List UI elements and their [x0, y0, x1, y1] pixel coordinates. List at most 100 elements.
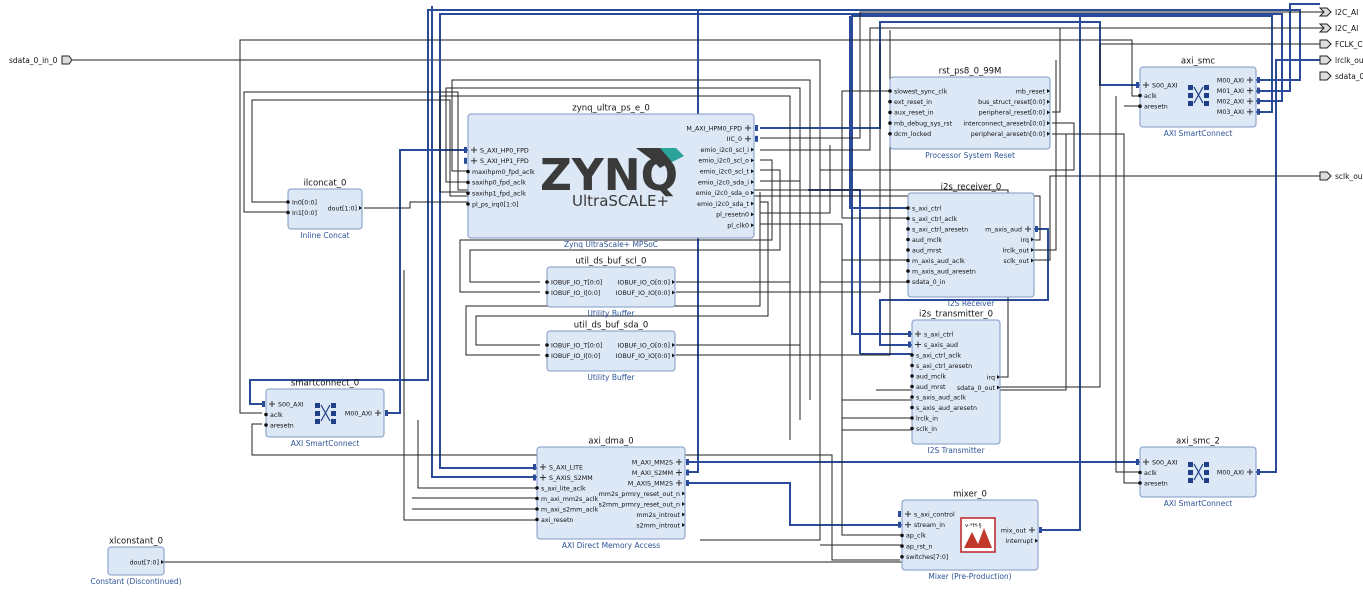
wire-lrclk-out[interactable]: [1034, 60, 1057, 251]
block-rst-port-in[interactable]: mb_debug_sys_rst: [888, 120, 953, 127]
block-rst-port-out[interactable]: mb_reset: [1016, 88, 1050, 95]
block-mixer-port-in[interactable]: stream_in: [898, 521, 945, 529]
block-zynq-port-out[interactable]: pl_resetn0: [716, 212, 754, 219]
wire-sda-i[interactable]: [465, 192, 761, 356]
block-i2s_rx-port-in[interactable]: s_axi_ctrl_aclk: [906, 216, 957, 223]
block-util_sda-body[interactable]: [546, 330, 676, 372]
wire-scl-io[interactable]: [676, 44, 881, 293]
block-i2s_rx-port-in[interactable]: aud_mrst: [906, 247, 942, 254]
block-xlconstant-body[interactable]: [107, 546, 165, 576]
bus-smc2-out[interactable]: [1256, 59, 1320, 473]
block-axi_dma-port-out[interactable]: s2mm_introut: [636, 522, 685, 529]
wire-dma-aclk[interactable]: [417, 420, 537, 489]
block-i2s_rx-port-in[interactable]: m_axis_aud_aclk: [906, 258, 965, 265]
wire-dout-concat[interactable]: [364, 201, 468, 209]
bus-smc-m01[interactable]: [1256, 3, 1320, 92]
wire-sclk-out[interactable]: [1034, 175, 1320, 261]
bus-axi-lite[interactable]: [431, 6, 537, 478]
block-axi_dma-port-in[interactable]: axi_resetn: [535, 517, 573, 524]
wire-smartconnect-aclk[interactable]: [239, 39, 1140, 414]
wire-irq-rx[interactable]: [251, 99, 1041, 241]
block-axi_dma-body[interactable]: [536, 446, 686, 540]
port-i2c-a[interactable]: I2C_AI: [1318, 7, 1358, 17]
block-i2s_rx-port-in[interactable]: s_axi_ctrl_aresetn: [906, 226, 968, 233]
block-mixer-port-in[interactable]: switches[7:0]: [900, 554, 948, 561]
wire-scl-i[interactable]: [459, 159, 773, 293]
block-ilconcat-port-in[interactable]: In0[0:0]: [286, 199, 317, 206]
block-i2s_tx-port-in[interactable]: sclk_in: [910, 426, 937, 433]
block-i2s_rx-port-in[interactable]: m_axis_aud_aresetn: [906, 268, 976, 275]
block-zynq-body[interactable]: [467, 113, 755, 239]
block-smartconnect-port-in[interactable]: S00_AXI: [262, 401, 304, 408]
wire-interconnect-aresetn[interactable]: [700, 122, 1075, 541]
block-mixer-port-out[interactable]: mix_out: [1001, 527, 1042, 534]
block-axi_dma-port-in[interactable]: m_axi_s2mm_aclk: [535, 506, 599, 513]
block-i2s_tx-port-in[interactable]: lrclk_in: [910, 415, 938, 422]
block-axi_dma-port-out[interactable]: s2mm_prmry_reset_out_n: [599, 501, 685, 508]
bus-rx-to-tx[interactable]: [879, 228, 1049, 346]
block-zynq-port-out[interactable]: emio_i2c0_scl_o: [698, 158, 754, 165]
bus-dma-s2mm[interactable]: [686, 10, 699, 473]
port-fclk[interactable]: FCLK_C: [1319, 39, 1363, 49]
block-axi_dma-port-out[interactable]: mm2s_prmry_reset_out_n: [599, 491, 685, 498]
port-sdata-out[interactable]: sdata_0: [1319, 71, 1363, 81]
block-i2s_rx-port-out[interactable]: lrclk_out: [1002, 247, 1034, 254]
block-axi_smc_2-port-out[interactable]: M00_AXI: [1217, 469, 1260, 476]
block-smartconnect-port-in[interactable]: aresetn: [264, 422, 294, 429]
block-axi_dma-port-in[interactable]: m_axi_mm2s_aclk: [535, 496, 599, 503]
block-xlconstant-port-out[interactable]: dout[7:0]: [130, 559, 164, 566]
block-util_sda-port-in[interactable]: IOBUF_IO_I[0:0]: [545, 353, 600, 360]
block-rst-port-out[interactable]: bus_struct_reset[0:0]: [978, 99, 1050, 106]
block-rst-port-in[interactable]: ext_reset_in: [888, 99, 932, 106]
block-util_scl-port-out[interactable]: IOBUF_IO_IO[0:0]: [616, 290, 675, 297]
block-zynq-port-in[interactable]: saxihp0_fpd_aclk: [466, 180, 526, 187]
wire-scl-t[interactable]: [469, 169, 781, 283]
block-i2s_rx-port-in[interactable]: s_axi_ctrl: [906, 205, 941, 212]
block-i2s_rx-port-out[interactable]: irq: [1021, 237, 1034, 244]
block-axi_smc_2-port-in[interactable]: aclk: [1138, 470, 1157, 477]
block-i2s_rx-port-out[interactable]: m_axis_aud: [985, 226, 1038, 233]
block-axi_dma-port-out[interactable]: mm2s_introut: [636, 512, 685, 519]
block-i2s_tx-port-in[interactable]: s_axi_ctrl_aclk: [910, 352, 961, 359]
wire-sda-o[interactable]: [676, 180, 801, 346]
wire-mixer-clk[interactable]: [841, 450, 902, 536]
block-zynq-port-in[interactable]: maxihpm0_fpd_aclk: [466, 169, 535, 176]
block-zynq-port-out[interactable]: emio_i2c0_sda_o: [696, 190, 754, 197]
block-i2s_tx-port-in[interactable]: s_axis_aud: [908, 341, 958, 349]
block-axi_dma-port-in[interactable]: S_AXIS_S2MM: [533, 474, 593, 482]
bus-smc-to-smartconnect[interactable]: [249, 9, 1301, 405]
block-util_scl-port-out[interactable]: IOBUF_IO_O[0:0]: [618, 279, 675, 286]
wire-peripheral-reset[interactable]: [1052, 28, 1061, 113]
block-zynq-port-out[interactable]: emio_i2c0_sda_i: [698, 179, 754, 186]
block-smartconnect-port-in[interactable]: aclk: [264, 412, 283, 419]
block-rst-port-out[interactable]: peripheral_aresetn[0:0]: [971, 131, 1050, 138]
block-i2s_tx-port-out[interactable]: sdata_0_out: [957, 385, 1000, 392]
block-mixer-port-in[interactable]: ap_rst_n: [900, 543, 932, 550]
wire-irq-tx[interactable]: [243, 91, 1009, 378]
block-axi_smc-port-in[interactable]: aclk: [1138, 93, 1157, 100]
block-zynq-port-in[interactable]: saxihp1_fpd_aclk: [466, 191, 526, 198]
block-axi_smc_2-port-in[interactable]: S00_AXI: [1136, 459, 1178, 466]
bus-dma-axis[interactable]: [686, 482, 902, 526]
block-axi_smc-port-out[interactable]: M03_AXI: [1217, 108, 1260, 116]
port-lrclk[interactable]: lrclk_ou: [1319, 55, 1363, 65]
block-zynq-port-in[interactable]: S_AXI_HP1_FPD: [464, 157, 529, 165]
block-i2s_tx-port-in[interactable]: s_axi_ctrl_aresetn: [910, 363, 972, 370]
block-mixer-port-in[interactable]: s_axi_control: [898, 511, 955, 518]
block-ilconcat-body[interactable]: [287, 188, 363, 230]
block-ilconcat-port-in[interactable]: In1[0:0]: [286, 210, 317, 217]
block-mixer-port-in[interactable]: ap_clk: [900, 533, 926, 540]
block-util_scl-port-in[interactable]: IOBUF_IO_I[0:0]: [545, 290, 600, 297]
wire-scl-o[interactable]: [676, 149, 791, 283]
block-zynq-port-out[interactable]: emio_i2c0_sda_t: [697, 201, 754, 208]
